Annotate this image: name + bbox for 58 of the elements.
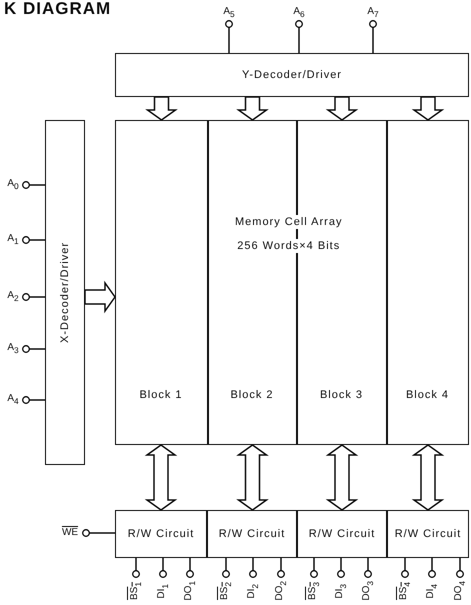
box-label: R/W Circuit	[308, 527, 376, 541]
circuit-box	[115, 510, 207, 558]
block-label: Block 1	[139, 388, 183, 402]
pin-label: A$_{2}$	[7, 290, 19, 304]
pin-line	[22, 236, 45, 244]
pin-label: A$_{6}$	[293, 6, 305, 20]
pin-line	[186, 558, 194, 578]
block-label: Block 3	[320, 388, 364, 402]
pin-line	[225, 20, 233, 53]
circuit-box	[207, 510, 297, 558]
bus-arrow	[145, 96, 178, 121]
pin-line	[364, 558, 372, 578]
pin-line	[456, 558, 464, 578]
box-label: R/W Circuit	[128, 527, 194, 541]
box-label: R/W Circuit	[218, 527, 286, 541]
pin-line	[369, 20, 377, 53]
pin-line	[428, 558, 436, 578]
pin-line	[295, 20, 303, 53]
bus-arrow	[326, 96, 358, 121]
pin-label: A$_{4}$	[7, 393, 19, 407]
bus-arrow	[84, 280, 116, 314]
bus-arrow	[144, 444, 178, 511]
pin-line	[337, 558, 345, 578]
pin-label: A$_{7}$	[367, 6, 379, 20]
circuit-box	[297, 510, 387, 558]
block-label: Block 4	[406, 388, 450, 402]
pin-line	[277, 558, 285, 578]
pin-label: A$_{5}$	[223, 6, 235, 20]
pin-line	[310, 558, 318, 578]
decoder-box	[45, 120, 85, 465]
array-label: Memory Cell Array	[235, 215, 342, 229]
block-label: Block 2	[230, 388, 274, 402]
pin-line	[222, 558, 230, 578]
pin-label: A$_{3}$	[7, 342, 19, 356]
pin-line	[132, 558, 140, 578]
bus-arrow	[236, 96, 269, 121]
pin-line	[22, 293, 45, 301]
box-label: Y-Decoder/Driver	[242, 68, 342, 82]
box-label: R/W Circuit	[394, 527, 462, 541]
bus-arrow	[236, 444, 269, 511]
bus-arrow	[412, 96, 444, 121]
pin-label: A$_{0}$	[7, 178, 19, 192]
pin-line	[401, 558, 409, 578]
pin-label: WE	[62, 527, 78, 539]
pin-line	[22, 345, 45, 353]
box-label: X-Decoder/Driver	[58, 242, 72, 343]
circuit-box	[115, 53, 469, 97]
pin-line	[22, 396, 45, 404]
bus-arrow	[412, 444, 444, 511]
circuit-box	[387, 510, 469, 558]
pin-line	[249, 558, 257, 578]
pin-label: A$_{1}$	[7, 233, 19, 247]
diagram-title: K DIAGRAM	[4, 0, 112, 18]
pin-line	[82, 529, 115, 537]
bus-arrow	[326, 444, 358, 511]
array-label: 256 Words×4 Bits	[237, 239, 340, 253]
pin-line	[159, 558, 167, 578]
pin-line	[22, 181, 45, 189]
